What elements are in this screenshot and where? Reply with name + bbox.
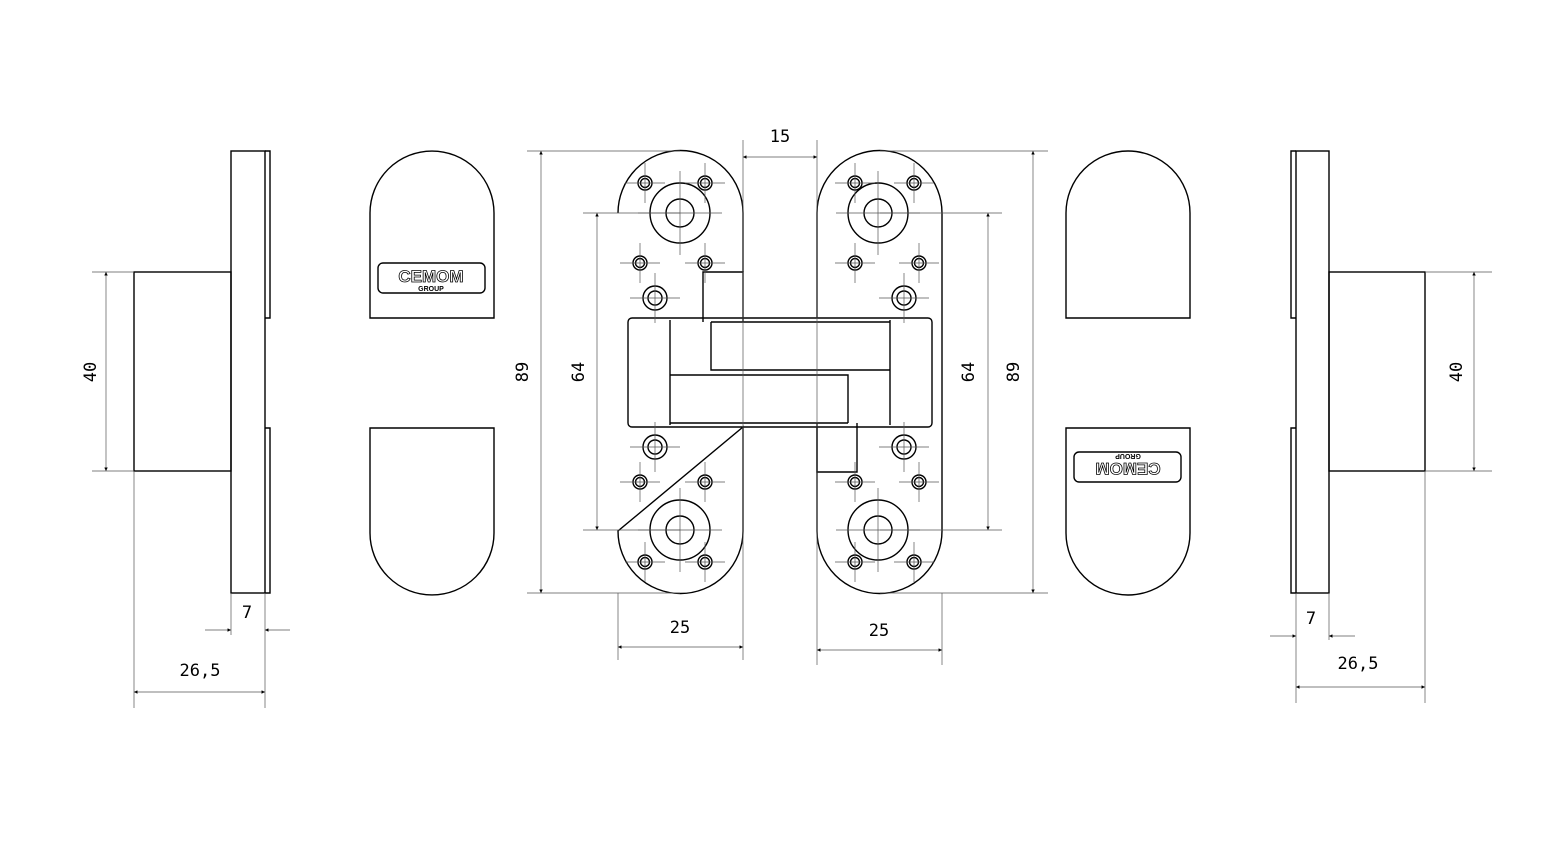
dim-depth-26-5-right: 26,5 — [1338, 654, 1379, 674]
right-cover-caps: CEMOM GROUP — [1065, 150, 1191, 596]
dim-length-89-left: 89 — [513, 362, 533, 382]
centerline — [685, 163, 725, 203]
logo-subtext: GROUP — [418, 286, 444, 293]
centerline — [625, 542, 665, 582]
centerline — [835, 243, 875, 283]
dim-length-89-right: 89 — [1004, 362, 1024, 382]
centerline — [630, 422, 680, 472]
centerline — [638, 171, 722, 255]
centerline — [835, 163, 875, 203]
dim-depth-26-5-left: 26,5 — [180, 661, 221, 681]
hinge-front-view: 89 64 89 64 15 25 25 — [513, 127, 1048, 665]
dim-width-25-left: 25 — [670, 618, 690, 638]
left-side-view: 40 7 26,5 — [81, 150, 290, 708]
dim-spacing-64-right: 64 — [959, 362, 979, 382]
centerline — [685, 243, 725, 283]
centerline — [899, 462, 939, 502]
logo-text: CEMOM — [398, 267, 463, 286]
centerline — [638, 488, 722, 572]
centerline — [836, 488, 920, 572]
centerline — [836, 171, 920, 255]
logo-text-rotated: CEMOM — [1095, 459, 1160, 478]
centerline — [685, 462, 725, 502]
centerline — [879, 422, 929, 472]
dim-spacing-64-left: 64 — [569, 362, 589, 382]
centerline — [620, 243, 660, 283]
dim-height-40-left: 40 — [81, 362, 101, 382]
centerline — [685, 542, 725, 582]
centerline — [894, 542, 934, 582]
centerline — [625, 163, 665, 203]
left-cover-caps: CEMOM GROUP — [369, 150, 495, 596]
dim-gap-15: 15 — [770, 127, 790, 147]
centerline — [894, 163, 934, 203]
dim-width-25-right: 25 — [869, 621, 889, 641]
centerline — [835, 462, 875, 502]
dim-height-40-right: 40 — [1447, 362, 1467, 382]
centerline — [879, 273, 929, 323]
centerline — [620, 462, 660, 502]
centerline — [630, 273, 680, 323]
logo-subtext-rotated: GROUP — [1115, 452, 1141, 459]
centerline — [835, 542, 875, 582]
right-side-view: 40 7 26,5 — [1270, 150, 1492, 703]
centerline — [899, 243, 939, 283]
dim-thickness-7-right: 7 — [1306, 609, 1316, 629]
dim-thickness-7-left: 7 — [242, 603, 252, 623]
